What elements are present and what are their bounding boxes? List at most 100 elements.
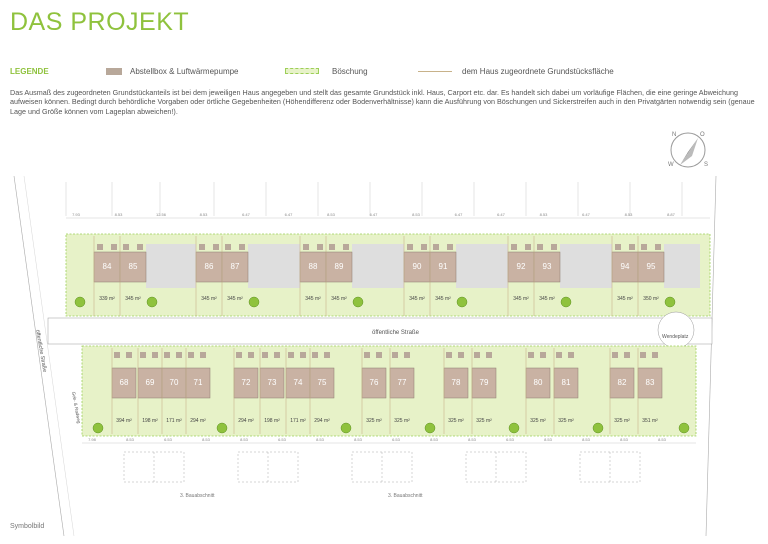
storage-box <box>641 244 647 250</box>
house-block <box>361 367 387 399</box>
tree-icon <box>340 422 352 434</box>
house-number: 85 <box>129 262 138 271</box>
legend-embankment-swatch <box>285 68 319 74</box>
house-block <box>443 367 469 399</box>
house-block <box>389 367 415 399</box>
construction-phase-label: 3. Bauabschnitt <box>388 493 423 499</box>
house-block <box>233 367 259 399</box>
lot-area: 325 m² <box>530 418 546 424</box>
dimension-label: 8.53 <box>200 212 209 217</box>
dimension-label: 8.53 <box>316 437 325 442</box>
tree-icon <box>678 422 690 434</box>
dimension-label: 6.47 <box>370 212 379 217</box>
lot-area: 345 m² <box>539 296 555 302</box>
construction-phase-label: 3. Bauabschnitt <box>180 493 215 499</box>
dimension-label: 8.53 <box>620 437 629 442</box>
storage-box <box>615 244 621 250</box>
tree-icon <box>424 422 436 434</box>
storage-box <box>248 352 254 358</box>
house-number: 80 <box>534 378 543 387</box>
house-block <box>429 251 457 283</box>
storage-box <box>126 352 132 358</box>
house-number: 91 <box>439 262 448 271</box>
storage-box <box>652 352 658 358</box>
tree-icon <box>248 296 260 308</box>
lot-area: 339 m² <box>99 296 115 302</box>
tree-icon <box>508 422 520 434</box>
side-street-label: öffentliche Straße <box>34 329 47 372</box>
dimension-label: 7.98 <box>88 437 97 442</box>
lot-area: 345 m² <box>409 296 425 302</box>
house-number: 82 <box>618 378 627 387</box>
house-block <box>161 367 187 399</box>
legend-storage-text: Abstellbox & Luftwärmepumpe <box>130 67 239 76</box>
storage-box <box>236 352 242 358</box>
dimension-label: 6.47 <box>455 212 464 217</box>
dimension-label: 8.53 <box>468 437 477 442</box>
storage-box <box>188 352 194 358</box>
house-block <box>309 367 335 399</box>
house-number: 74 <box>294 378 303 387</box>
svg-text:W: W <box>668 162 674 168</box>
house-block <box>525 367 551 399</box>
lot-area: 345 m² <box>227 296 243 302</box>
house-block <box>507 251 535 283</box>
driveway-paving <box>456 244 508 288</box>
storage-box <box>317 244 323 250</box>
dimension-label: 8.53 <box>354 437 363 442</box>
lot-area: 325 m² <box>558 418 574 424</box>
house-number: 77 <box>398 378 407 387</box>
storage-box <box>152 352 158 358</box>
svg-text:O: O <box>700 132 705 138</box>
storage-box <box>343 244 349 250</box>
dimension-label: 6.47 <box>285 212 294 217</box>
house-number: 73 <box>268 378 277 387</box>
dimension-label: 6.53 <box>164 437 173 442</box>
dimension-label: 8.53 <box>544 437 553 442</box>
tree-icon <box>560 296 572 308</box>
lot-area: 345 m² <box>513 296 529 302</box>
house-block <box>93 251 121 283</box>
lot-area: 345 m² <box>305 296 321 302</box>
storage-box <box>213 244 219 250</box>
storage-box <box>303 244 309 250</box>
house-block <box>111 367 137 399</box>
house-block <box>185 367 211 399</box>
tree-icon <box>216 422 228 434</box>
storage-box <box>624 352 630 358</box>
house-block <box>533 251 561 283</box>
house-number: 71 <box>194 378 203 387</box>
svg-text:S: S <box>704 162 708 168</box>
storage-box <box>540 352 546 358</box>
storage-box <box>458 352 464 358</box>
footer-caption: Symbolbild <box>10 523 45 530</box>
description: Das Ausmaß des zugeordneten Grundstückan… <box>10 88 755 116</box>
house-number: 88 <box>309 262 318 271</box>
storage-box <box>364 352 370 358</box>
storage-box <box>274 352 280 358</box>
left-boundary-line-inner <box>23 175 75 537</box>
house-number: 81 <box>562 378 571 387</box>
lot-area: 325 m² <box>614 418 630 424</box>
legend-boundary-text: dem Haus zugeordnete Grundstücksfläche <box>462 67 614 76</box>
house-number: 89 <box>335 262 344 271</box>
house-number: 90 <box>413 262 422 271</box>
storage-box <box>199 244 205 250</box>
house-number: 84 <box>103 262 112 271</box>
storage-box <box>376 352 382 358</box>
turnaround-circle <box>657 311 695 349</box>
storage-box <box>556 352 562 358</box>
lot-area: 345 m² <box>331 296 347 302</box>
storage-box <box>655 244 661 250</box>
storage-box <box>329 244 335 250</box>
lot-area: 350 m² <box>643 296 659 302</box>
lot-area: 325 m² <box>394 418 410 424</box>
storage-box <box>288 352 294 358</box>
lot-area: 345 m² <box>125 296 141 302</box>
storage-box <box>164 352 170 358</box>
house-number: 78 <box>452 378 461 387</box>
storage-box <box>640 352 646 358</box>
lot-area: 171 m² <box>166 418 182 424</box>
house-number: 86 <box>205 262 214 271</box>
